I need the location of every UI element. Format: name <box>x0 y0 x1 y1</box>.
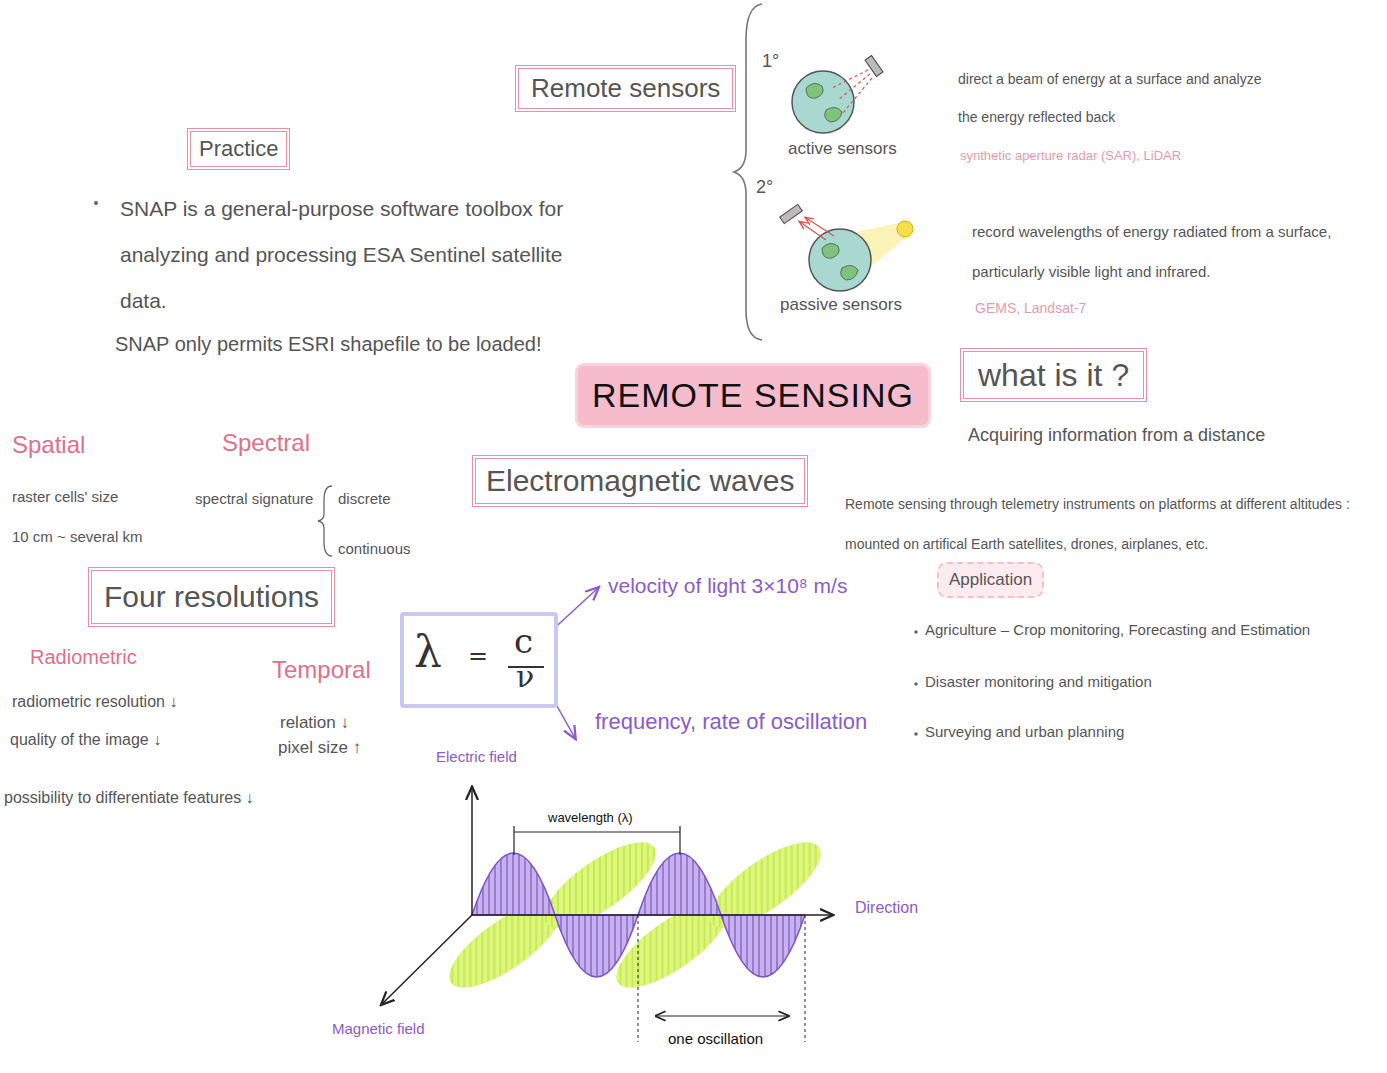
note-text: quality of the image ↓ <box>10 730 161 750</box>
note-text: Acquiring information from a distance <box>968 424 1265 447</box>
note-text: Spectral <box>222 428 310 458</box>
formula-symbol: = <box>468 644 488 668</box>
note-text: Surveying and urban planning <box>925 723 1124 742</box>
formula-box: λ = cν <box>400 612 558 708</box>
note-text: SNAP only permits ESRI shapefile to be l… <box>115 332 542 357</box>
note-text: raster cells' size <box>12 488 118 507</box>
note-text: SNAP is a general-purpose software toolb… <box>120 186 590 324</box>
heading-box: what is it ? <box>960 348 1147 402</box>
note-text: continuous <box>338 540 411 559</box>
note-text: 10 cm ~ several km <box>12 528 142 547</box>
note-text: possibility to differentiate features ↓ <box>4 788 254 808</box>
note-text: velocity of light 3×10⁸ m/s <box>608 573 847 599</box>
note-text: active sensors <box>788 138 897 159</box>
heading-text: what is it ? <box>978 356 1129 394</box>
note-text: Spatial <box>12 430 85 460</box>
title: REMOTE SENSING <box>592 376 914 414</box>
note-text: record wavelengths of energy radiated fr… <box>972 212 1357 292</box>
em-wave <box>382 788 833 1042</box>
note-text: frequency, rate of oscillation <box>595 708 867 736</box>
note-text: radiometric resolution ↓ <box>12 692 177 712</box>
note-text: Agriculture – Crop monitoring, Forecasti… <box>925 621 1310 640</box>
note-text: direct a beam of energy at a surface and… <box>958 60 1268 136</box>
note-text: Direction <box>855 898 918 918</box>
note-text: relation ↓ <box>280 712 349 733</box>
note-text: synthetic aperture radar (SAR), LiDAR <box>960 148 1181 164</box>
note-text: one oscillation <box>668 1030 763 1049</box>
note-text: Remote sensing through telemetry instrum… <box>845 484 1380 564</box>
passive-sensor-icon <box>780 204 913 291</box>
bullet <box>94 201 98 205</box>
note-text: 1° <box>762 50 779 73</box>
note-text: Magnetic field <box>332 1020 425 1039</box>
formula-symbol: λ <box>414 630 442 674</box>
heading-box: Remote sensors <box>515 65 736 112</box>
curly-brace <box>734 4 762 340</box>
note-text: Radiometric <box>30 645 137 670</box>
active-sensor-icon <box>792 56 883 133</box>
heading-text: Remote sensors <box>531 73 720 104</box>
bullet <box>914 732 918 736</box>
note-text: Disaster monitoring and mitigation <box>925 673 1152 692</box>
heading-text: Electromagnetic waves <box>486 463 794 499</box>
note-text: pixel size ↑ <box>278 737 361 758</box>
note-text: discrete <box>338 490 391 509</box>
note-text: wavelength (λ) <box>548 810 633 826</box>
heading-text: Application <box>949 570 1032 590</box>
note-text: 2° <box>756 176 773 199</box>
note-text: GEMS, Landsat-7 <box>975 300 1086 318</box>
heading-box: Application <box>937 562 1044 598</box>
note-text: spectral signature <box>195 490 313 509</box>
note-text: passive sensors <box>780 294 902 315</box>
heading-text: Four resolutions <box>104 579 319 615</box>
heading-box: Electromagnetic waves <box>472 455 808 507</box>
heading-text: Practice <box>199 136 278 162</box>
heading-box: Four resolutions <box>88 567 335 627</box>
heading-box: Practice <box>187 128 290 170</box>
formula-symbol: ν <box>516 662 534 692</box>
bullet <box>914 630 918 634</box>
note-text: Temporal <box>272 655 371 685</box>
bullet <box>914 682 918 686</box>
note-text: Electric field <box>436 748 517 767</box>
brace <box>318 486 332 556</box>
title-band: REMOTE SENSING <box>578 366 928 425</box>
formula-symbol: c <box>514 624 533 658</box>
